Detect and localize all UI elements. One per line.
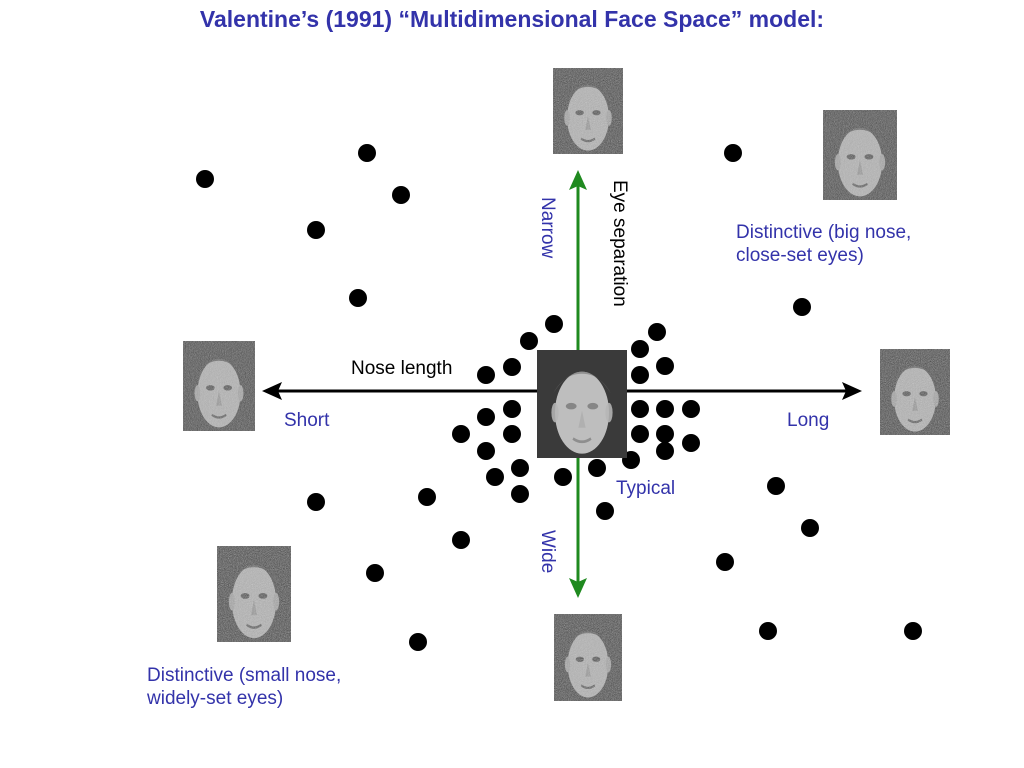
face-point	[801, 519, 819, 537]
face-point	[452, 531, 470, 549]
face-point	[196, 170, 214, 188]
axis-arrow-left-icon	[262, 382, 282, 400]
face-point	[477, 408, 495, 426]
face-point	[767, 477, 785, 495]
face-point	[477, 366, 495, 384]
face-point	[366, 564, 384, 582]
axis-arrow-down-icon	[569, 578, 587, 598]
face-point	[503, 358, 521, 376]
face-point	[307, 221, 325, 239]
face-point	[418, 488, 436, 506]
face-point	[392, 186, 410, 204]
face-point	[716, 553, 734, 571]
distinctive-small-nose-line-2: widely-set eyes)	[147, 687, 284, 709]
face-distinctive-small-nose	[217, 546, 291, 642]
face-point	[511, 459, 529, 477]
face-point	[452, 425, 470, 443]
face-short-nose	[183, 341, 255, 431]
face-point	[596, 502, 614, 520]
face-point	[656, 357, 674, 375]
face-point	[349, 289, 367, 307]
eye-separation-label: Eye separation	[609, 180, 630, 307]
face-point	[520, 332, 538, 350]
face-narrow-eyes	[553, 68, 623, 154]
face-point	[656, 400, 674, 418]
face-point	[307, 493, 325, 511]
face-point	[477, 442, 495, 460]
face-distinctive-big-nose	[823, 110, 897, 200]
face-point	[588, 459, 606, 477]
distinctive-small-nose-line-1: Distinctive (small nose,	[147, 665, 342, 686]
face-point	[554, 468, 572, 486]
face-point	[511, 485, 529, 503]
slide-title: Valentine’s (1991) “Multidimensional Fac…	[199, 6, 825, 32]
distinctive-big-nose-line-1: Distinctive (big nose,	[736, 222, 912, 243]
wide-label: Wide	[537, 530, 558, 574]
nose-length-label: Nose length	[351, 358, 453, 379]
face-point	[759, 622, 777, 640]
face-point	[724, 144, 742, 162]
face-point	[358, 144, 376, 162]
face-point	[631, 340, 649, 358]
axis-arrow-right-icon	[842, 382, 862, 400]
face-typical	[537, 350, 627, 458]
short-label: Short	[284, 410, 330, 431]
long-label: Long	[787, 410, 830, 431]
face-point	[631, 366, 649, 384]
face-point	[904, 622, 922, 640]
face-points	[196, 144, 922, 651]
face-point	[682, 400, 700, 418]
narrow-label: Narrow	[537, 197, 558, 259]
face-point	[682, 434, 700, 452]
face-point	[409, 633, 427, 651]
distinctive-big-nose-label: Distinctive (big nose, close-set eyes)	[736, 222, 911, 268]
face-point	[545, 315, 563, 333]
distinctive-small-nose-label: Distinctive (small nose, widely-set eyes…	[147, 665, 341, 711]
face-point	[631, 425, 649, 443]
face-point	[793, 298, 811, 316]
face-point	[656, 442, 674, 460]
face-wide-eyes	[554, 614, 622, 701]
face-long-nose	[880, 349, 950, 435]
distinctive-big-nose-line-2: close-set eyes)	[736, 244, 864, 266]
face-point	[648, 323, 666, 341]
face-point	[503, 425, 521, 443]
face-point	[656, 425, 674, 443]
face-point	[631, 400, 649, 418]
face-point	[486, 468, 504, 486]
typical-label: Typical	[616, 478, 676, 499]
face-point	[503, 400, 521, 418]
axis-arrow-up-icon	[569, 170, 587, 190]
